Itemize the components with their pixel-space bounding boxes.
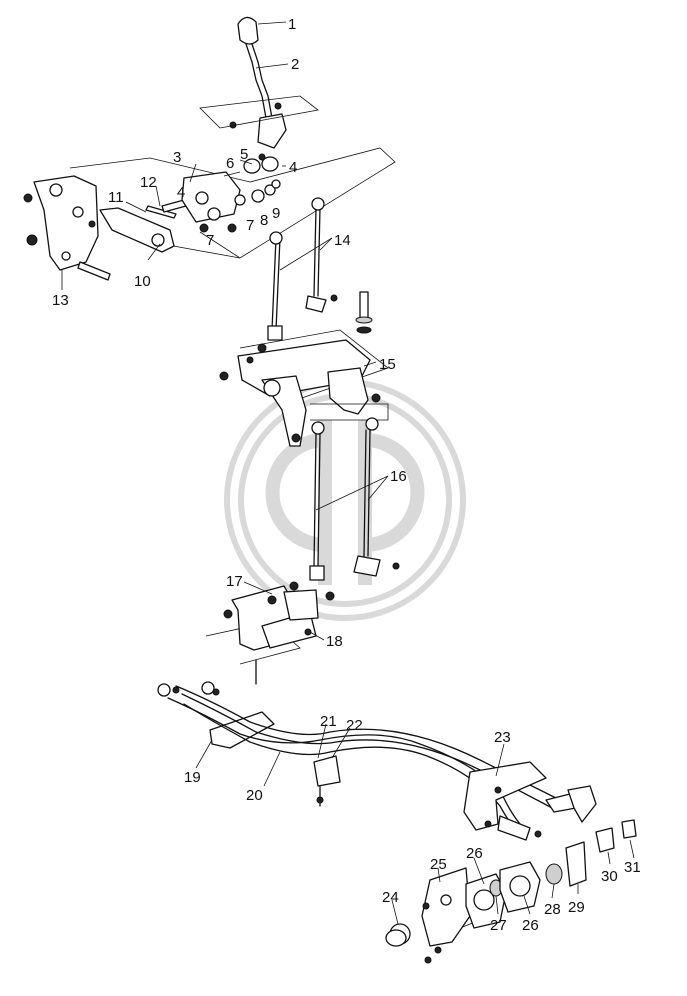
callout-7: 7	[206, 232, 214, 249]
callout-4: 4	[177, 184, 185, 201]
callout-labels: 1 2 3 4 4 5 6 7 7 8 9 10 11 12 13 14 15 …	[52, 16, 641, 934]
cable-assembly	[157, 681, 561, 837]
callout-9: 9	[272, 205, 280, 222]
shift-knob	[237, 16, 273, 119]
callout-7: 7	[246, 217, 254, 234]
callout-31: 31	[624, 859, 641, 876]
cable-end-bracket	[463, 761, 597, 841]
callout-22: 22	[346, 717, 363, 734]
upper-control-rods	[257, 197, 338, 353]
lower-control-rods	[309, 403, 400, 581]
shift-lever-bracket	[229, 102, 287, 161]
callout-11: 11	[108, 189, 124, 206]
callout-3: 3	[173, 149, 181, 166]
callout-27: 27	[490, 917, 507, 934]
callout-6: 6	[226, 155, 234, 172]
callout-30: 30	[601, 868, 618, 885]
callout-14: 14	[334, 232, 351, 249]
callout-10: 10	[134, 273, 151, 290]
callout-16: 16	[390, 468, 407, 485]
callout-1: 1	[288, 16, 296, 33]
callout-13: 13	[52, 292, 69, 309]
company-logo-watermark	[224, 379, 466, 621]
callout-5: 5	[240, 146, 248, 163]
callout-12: 12	[140, 174, 157, 191]
callout-18: 18	[326, 633, 343, 650]
callout-15: 15	[379, 356, 396, 373]
shift-mechanism	[181, 156, 281, 233]
callout-8: 8	[260, 212, 268, 229]
callout-19: 19	[184, 769, 201, 786]
callout-20: 20	[246, 787, 263, 804]
cable-clamp	[313, 755, 341, 807]
callout-23: 23	[494, 729, 511, 746]
callout-17: 17	[226, 573, 243, 590]
support-bracket	[219, 329, 389, 447]
assembly-guide-upper	[69, 95, 396, 259]
lever-arm	[99, 199, 187, 253]
bolt-stack	[355, 291, 373, 334]
callout-29: 29	[568, 899, 585, 916]
callout-26: 26	[466, 845, 483, 862]
callout-25: 25	[430, 856, 447, 873]
callout-4: 4	[289, 159, 297, 176]
callout-24: 24	[382, 889, 399, 906]
callout-2: 2	[291, 56, 299, 73]
lower-bracket	[205, 581, 335, 685]
callout-26: 26	[522, 917, 539, 934]
callout-21: 21	[320, 713, 337, 730]
callout-leaders	[61, 21, 635, 925]
mounting-plate	[23, 175, 111, 281]
callout-28: 28	[544, 901, 561, 918]
lower-right-hardware	[385, 819, 637, 964]
